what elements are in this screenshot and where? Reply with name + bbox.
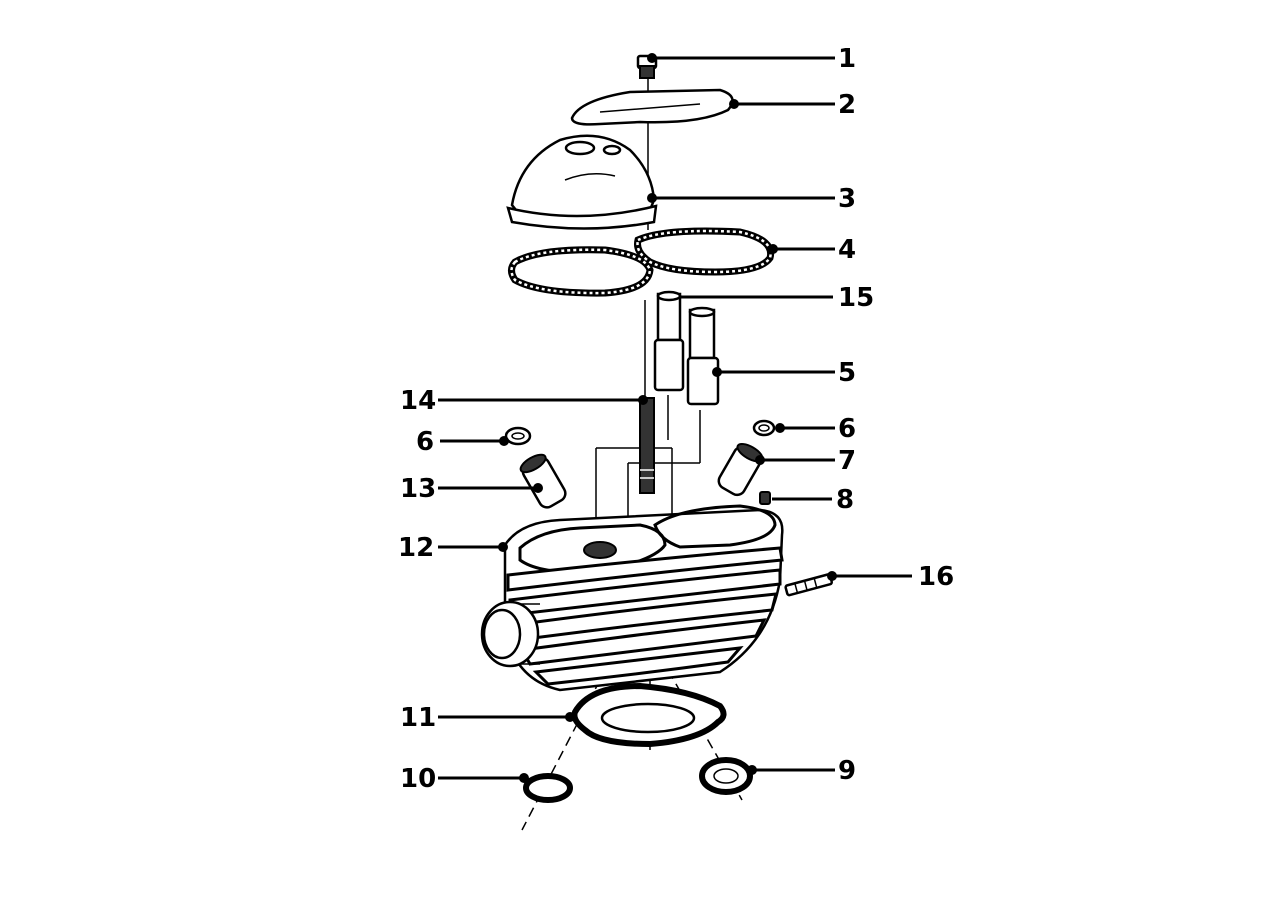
svg-text:6: 6	[416, 427, 434, 457]
svg-text:9: 9	[838, 756, 856, 786]
callout-6-left: 6	[416, 427, 509, 457]
svg-text:10: 10	[400, 764, 436, 794]
svg-text:7: 7	[838, 446, 856, 476]
part-valve-guide-15	[653, 290, 685, 392]
part-valve-cover-3	[506, 134, 658, 230]
svg-text:3: 3	[838, 184, 856, 214]
callout-6-right: 6	[775, 414, 856, 444]
svg-text:15: 15	[838, 283, 874, 313]
callout-3: 3	[647, 184, 856, 214]
part-gasket-4	[508, 227, 775, 297]
svg-text:12: 12	[398, 533, 434, 563]
part-plug-8	[759, 491, 771, 505]
svg-text:14: 14	[400, 386, 436, 416]
callout-2: 2	[729, 90, 856, 120]
part-ring-10	[523, 773, 573, 803]
svg-text:8: 8	[836, 485, 854, 515]
callout-5: 5	[712, 358, 856, 388]
part-screw-1	[636, 54, 658, 79]
part-valve-guide-5	[686, 306, 720, 406]
part-bushing-13	[519, 453, 567, 509]
callout-10: 10	[400, 764, 529, 794]
svg-text:1: 1	[838, 44, 856, 74]
part-bushing-7	[717, 442, 764, 497]
callout-11: 11	[400, 703, 575, 733]
part-clip-6-left	[504, 426, 532, 446]
svg-text:4: 4	[838, 235, 856, 265]
part-clip-6-right	[752, 419, 776, 437]
part-cover-plate-2	[570, 88, 734, 126]
svg-text:11: 11	[400, 703, 436, 733]
callout-13: 13	[400, 474, 543, 504]
svg-text:13: 13	[400, 474, 436, 504]
callouts: 1 2 3 4 15 5 14	[398, 44, 954, 794]
part-cylinder-head-12	[480, 504, 784, 692]
callout-4: 4	[768, 235, 856, 265]
callout-7: 7	[755, 446, 856, 476]
svg-text:2: 2	[838, 90, 856, 120]
part-ring-9	[699, 757, 753, 795]
svg-text:16: 16	[918, 562, 954, 592]
svg-text:5: 5	[838, 358, 856, 388]
callout-9: 9	[747, 756, 856, 786]
part-base-gasket-11	[571, 682, 727, 748]
callout-1: 1	[647, 44, 856, 74]
callout-15: 15	[680, 283, 874, 313]
callout-16: 16	[827, 562, 954, 592]
callout-14: 14	[400, 386, 648, 416]
part-stud-14	[639, 397, 655, 494]
callout-8: 8	[772, 485, 854, 515]
part-stud-16	[784, 573, 834, 597]
callout-12: 12	[398, 533, 508, 563]
svg-text:6: 6	[838, 414, 856, 444]
